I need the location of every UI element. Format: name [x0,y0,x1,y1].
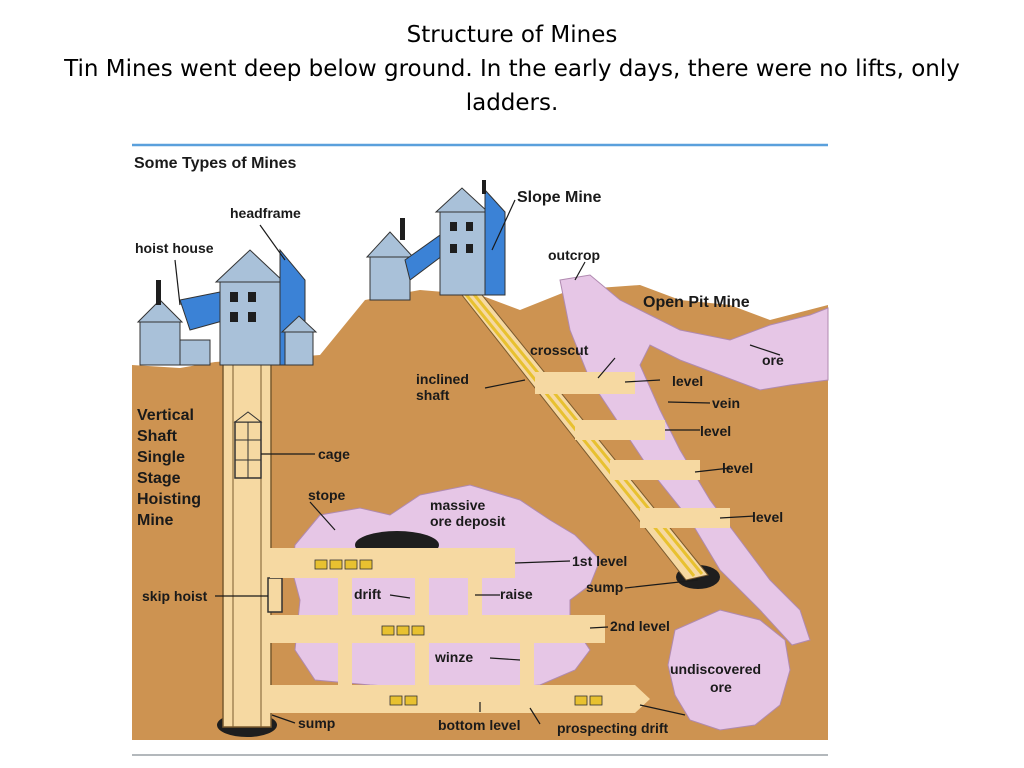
label-vertical-hoisting: Hoisting [137,491,201,508]
slope-level-1 [535,372,635,394]
label-open-pit-mine: Open Pit Mine [643,294,750,311]
label-level-3: level [722,460,753,476]
bottom-level-tunnel [270,685,635,713]
label-first-level: 1st level [572,553,627,569]
label-vertical-single: Single [137,449,185,466]
slope-level-3 [610,460,700,480]
label-undiscovered: undiscovered [670,661,761,677]
label-hoist-house: hoist house [135,240,214,256]
label-drift: drift [354,586,382,602]
label-vertical-mine: Mine [137,512,174,529]
undiscovered-ore [667,609,791,731]
first-level-tunnel [270,548,515,578]
label-headframe: headframe [230,205,301,221]
raise-connector [415,578,429,615]
winze-connector-3 [520,643,534,685]
label-undiscovered-ore: ore [710,679,732,695]
label-sump-lower: sump [298,715,335,731]
label-massive: massive [430,497,485,513]
label-bottom-level: bottom level [438,717,520,733]
leader-lines [174,199,781,725]
label-winze: winze [434,649,473,665]
open-pit-ore [559,274,829,646]
label-level-1: level [672,373,703,389]
label-raise: raise [500,586,533,602]
slope-level-4 [640,508,730,528]
slide-title: Structure of Mines [406,22,618,48]
label-level-2: level [700,423,731,439]
label-outcrop: outcrop [548,247,600,263]
slope-mine-buildings [365,180,506,301]
slide-heading: Structure of Mines Tin Mines went deep b… [0,18,1024,120]
label-level-4: level [752,509,783,525]
slope-level-2 [575,420,665,440]
label-prospecting-drift: prospecting drift [557,720,669,736]
drift-connector [338,578,352,615]
label-second-level: 2nd level [610,618,670,634]
winze-connector-2 [415,643,429,685]
second-level-tunnel [270,615,605,643]
label-crosscut: crosscut [530,342,589,358]
diagram-heading: Some Types of Mines [134,155,297,172]
label-stope: stope [308,487,346,503]
prospecting-drift-tip [635,685,650,713]
winze-connector [338,643,352,685]
label-sump-upper: sump [586,579,623,595]
label-slope-mine: Slope Mine [517,189,602,206]
label-vertical-shaft: Shaft [137,428,178,445]
label-shaft: shaft [416,387,450,403]
label-skip-hoist: skip hoist [142,588,208,604]
mine-diagram: Some Types of Mines headframe hoist hous… [132,143,829,756]
slide-subtitle: Tin Mines went deep below ground. In the… [64,56,960,116]
label-inclined: inclined [416,371,469,387]
label-cage: cage [318,446,350,462]
label-ore-deposit: ore deposit [430,513,506,529]
label-vertical: Vertical [137,407,194,424]
label-vertical-stage: Stage [137,470,181,487]
label-vein: vein [712,395,740,411]
mine-carts [314,559,603,706]
raise-connector-2 [468,578,482,615]
skip-hoist[interactable] [267,577,283,613]
vertical-mine-buildings [136,248,318,366]
label-ore: ore [762,352,784,368]
